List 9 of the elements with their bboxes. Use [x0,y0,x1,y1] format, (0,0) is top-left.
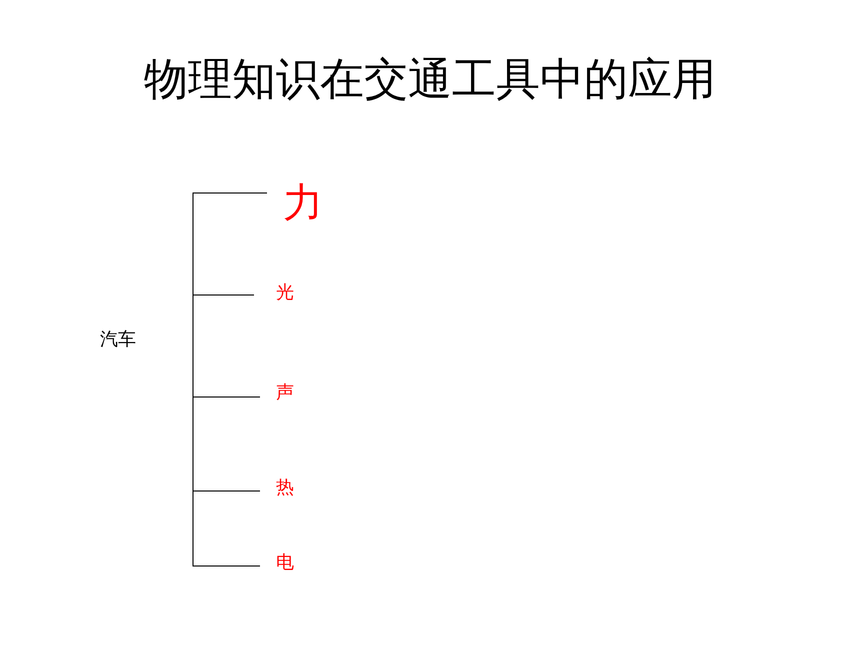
node-label: 电 [276,553,294,573]
node-label: 汽车 [100,330,136,350]
node-label: 热 [276,478,294,498]
node-label: 力 [283,181,323,225]
node-label: 光 [276,283,294,303]
node-label: 声 [276,383,294,403]
tree-branch-line [192,340,260,566]
tree-branch-line [192,294,254,340]
title: 物理知识在交通工具中的应用 [144,53,716,107]
